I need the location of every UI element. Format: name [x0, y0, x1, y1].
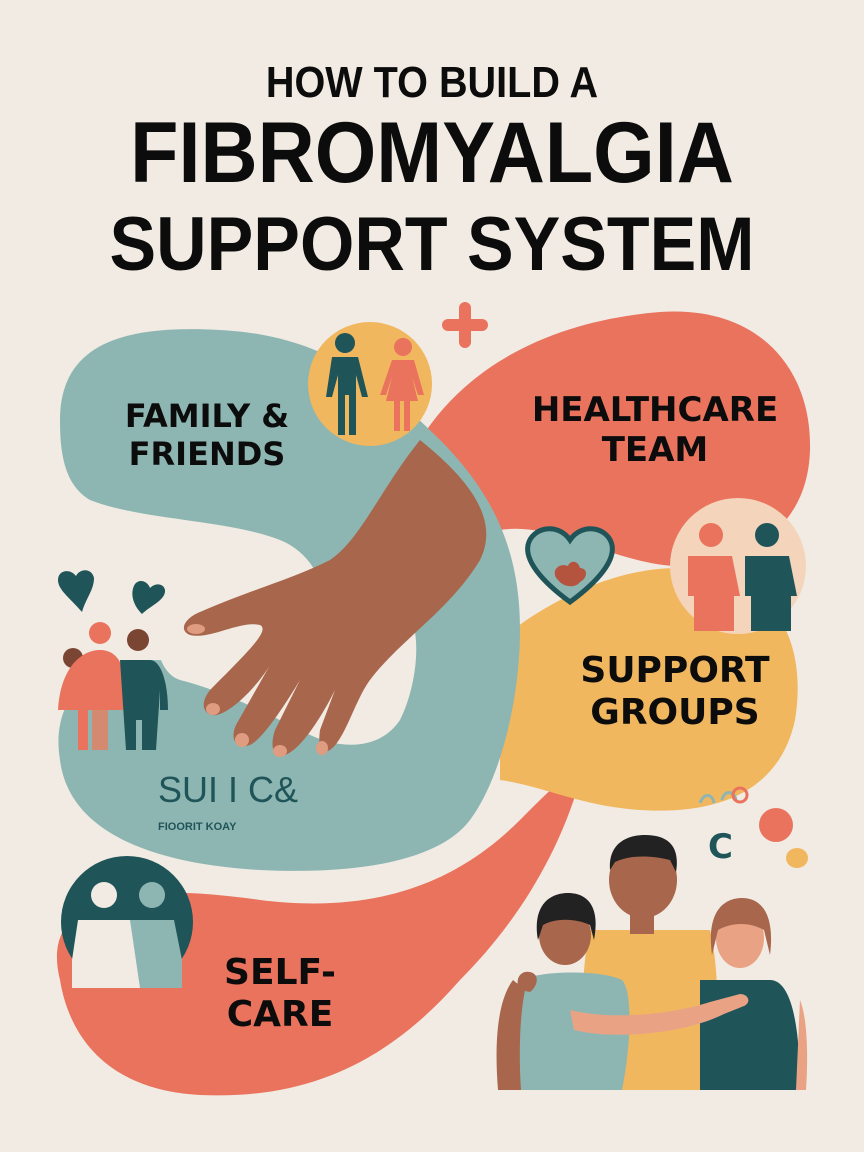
decor-text-sub: FIOORIT KOAY [158, 821, 237, 833]
hearts-icon [58, 570, 166, 614]
section-support-groups: SUPPORT GROUPS [560, 650, 790, 735]
section-family-friends: FAMILY & FRIENDS [92, 397, 322, 474]
svg-text:C: C [708, 827, 733, 867]
section-self-care: SELF- CARE [200, 952, 360, 1037]
fingernails [187, 624, 328, 757]
section-healthcare-line1: HEALTHCARE [531, 390, 779, 430]
healthcare-blob [420, 311, 811, 567]
self-care-icon-circle [61, 856, 193, 988]
section-support-line1: SUPPORT [580, 650, 770, 691]
family-group-icon [58, 622, 168, 750]
medical-plus-icon [442, 302, 488, 348]
selfcare-blob [56, 772, 581, 1096]
title-line-2: FIBROMYALGIA [130, 105, 734, 201]
family-illustration [496, 835, 808, 1090]
section-selfcare-line1: SELF- [224, 952, 336, 993]
decor-text-main: SUI I C& [158, 769, 298, 810]
group-icon-circle [670, 498, 806, 634]
title-line-3: SUPPORT SYSTEM [109, 202, 755, 287]
heart-icon [525, 526, 615, 606]
section-family-line1: FAMILY & [124, 397, 290, 435]
couple-icon-circle [308, 322, 432, 446]
section-family-line2: FRIENDS [128, 434, 286, 473]
helping-hand [183, 440, 487, 756]
title-line-1: HOW TO BUILD A [265, 58, 599, 107]
decor-doodles: C [698, 786, 808, 868]
section-healthcare-line2: TEAM [601, 430, 709, 471]
section-support-line2: GROUPS [590, 692, 760, 734]
section-selfcare-line2: CARE [226, 994, 334, 1036]
section-healthcare-team: HEALTHCARE TEAM [505, 390, 805, 470]
